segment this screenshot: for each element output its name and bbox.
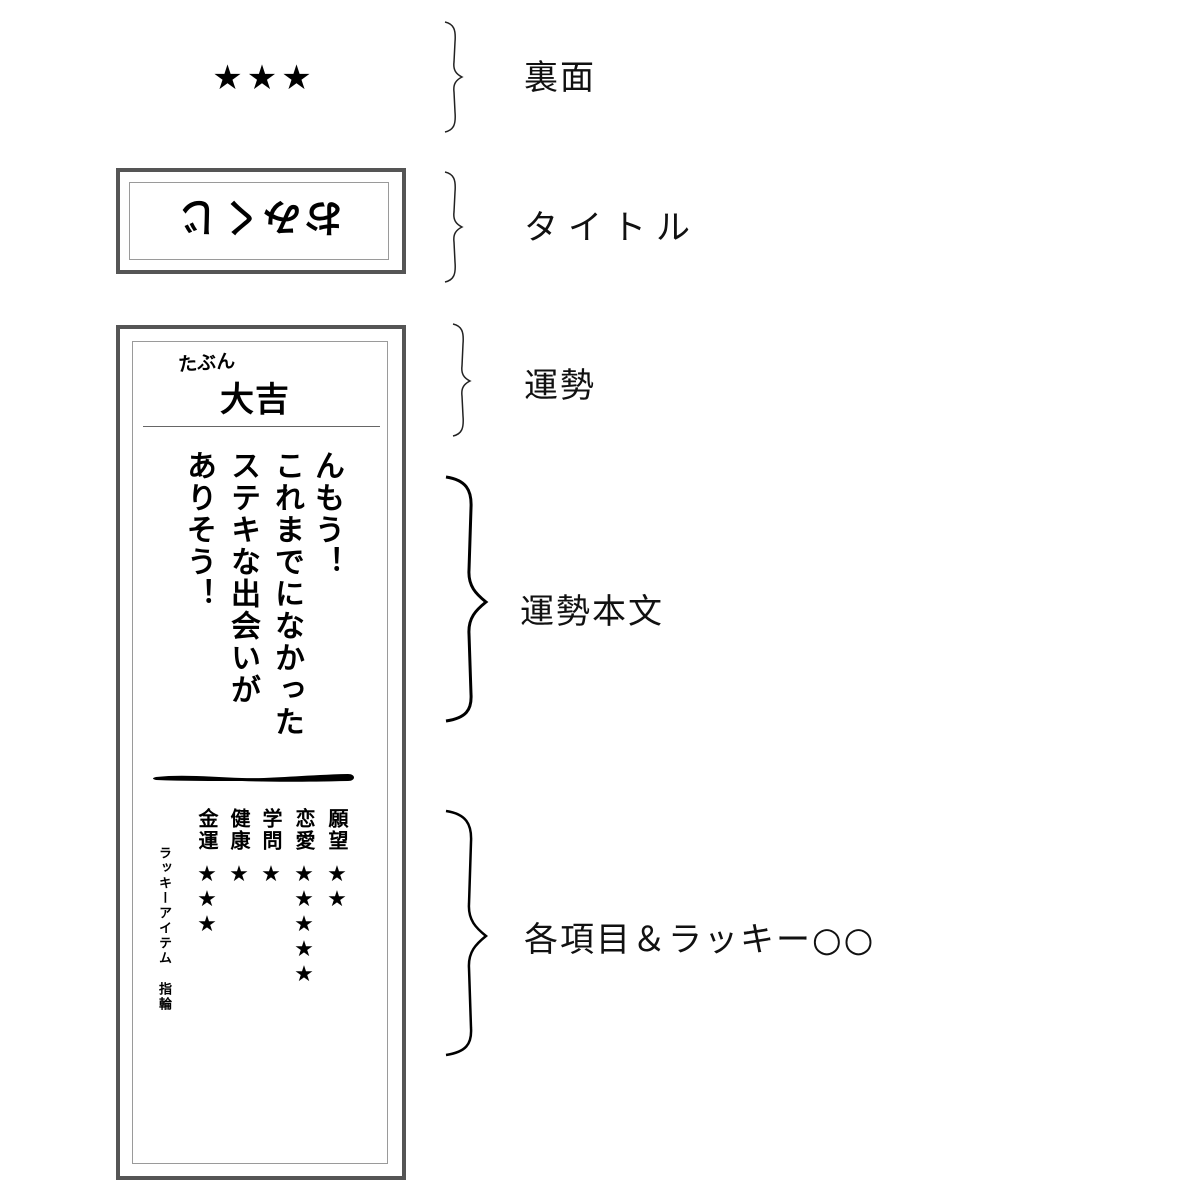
lucky-item-value: 指輪 <box>156 982 171 1012</box>
star-icon: ★ <box>327 862 347 887</box>
fortune-body-line-4: ありそう！ <box>181 450 216 610</box>
label-fortune-body: 運勢本文 <box>520 592 664 632</box>
star-icon: ★ <box>294 887 314 912</box>
fortune-body-line-1: んもう！ <box>309 450 344 578</box>
star-icon: ★ <box>294 962 314 987</box>
star-icon: ★ <box>294 937 314 962</box>
brace-fortune-icon <box>452 323 472 437</box>
label-title: タイトル <box>524 208 700 248</box>
fortune-body-line-3: ステキな出会いが <box>225 450 260 706</box>
category-wish: 願望 ★★ <box>323 808 351 912</box>
label-back: 裏面 <box>524 58 596 98</box>
fortune-card-frame <box>116 325 406 1180</box>
title-card-frame <box>116 168 406 274</box>
brace-title-icon <box>444 171 464 283</box>
star-icon: ★ <box>294 862 314 887</box>
star-icon: ★ <box>212 58 243 98</box>
fortune-body-line-2: これまでになかった <box>269 450 304 738</box>
fortune-result: 大吉 <box>220 380 290 420</box>
label-categories-lucky: 各項目＆ラッキー○○ <box>524 920 876 960</box>
category-label: 学問 <box>259 808 283 852</box>
category-label: 健康 <box>227 808 251 852</box>
category-money: 金運 ★★★ <box>193 808 221 937</box>
star-icon: ★ <box>197 862 217 887</box>
omikuji-title: おみくじ <box>175 195 344 240</box>
category-label: 願望 <box>325 808 349 852</box>
category-label: 金運 <box>195 808 219 852</box>
brush-stroke-divider <box>153 774 354 782</box>
star-icon: ★ <box>197 912 217 937</box>
star-icon: ★ <box>197 887 217 912</box>
lucky-item: ラッキーアイテム指輪 <box>154 846 173 1012</box>
brace-categories-icon <box>445 809 489 1057</box>
star-icon: ★ <box>246 58 278 98</box>
title-card-inner-frame <box>129 182 389 260</box>
star-icon: ★ <box>229 862 249 887</box>
star-rating: ★★★★★ <box>294 862 314 987</box>
star-rating: ★★★ <box>197 862 217 937</box>
star-icon: ★ <box>327 887 347 912</box>
star-rating: ★ <box>229 862 249 887</box>
star-rating: ★★ <box>327 862 347 912</box>
category-label: 恋愛 <box>292 808 316 852</box>
lucky-item-label: ラッキーアイテム <box>156 846 171 966</box>
label-fortune: 運勢 <box>524 366 596 406</box>
category-love: 恋愛 ★★★★★ <box>290 808 318 987</box>
category-study: 学問 ★ <box>257 808 285 887</box>
star-icon: ★ <box>281 58 312 98</box>
star-icon: ★ <box>294 912 314 937</box>
brace-fortune-body-icon <box>445 475 489 723</box>
brace-back-icon <box>444 21 464 133</box>
star-rating: ★ <box>261 862 281 887</box>
fortune-divider <box>143 426 380 427</box>
star-icon: ★ <box>261 862 281 887</box>
fortune-card-inner-frame <box>132 341 388 1164</box>
back-face-stars: ★ ★ ★ <box>200 58 324 98</box>
category-health: 健康 ★ <box>225 808 253 887</box>
